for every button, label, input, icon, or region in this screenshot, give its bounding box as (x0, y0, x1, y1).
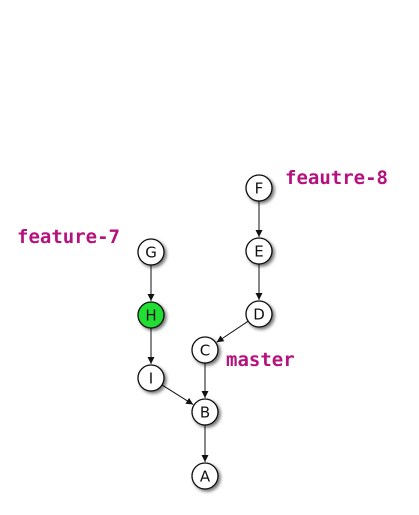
commit-node-a: A (191, 462, 219, 490)
commit-node-e: E (245, 237, 273, 265)
commit-node-b: B (191, 398, 219, 426)
edge-i-to-b (161, 384, 194, 405)
commit-circle (191, 398, 219, 426)
commit-label: E (254, 243, 263, 261)
commit-label: A (200, 468, 211, 486)
commit-circle (191, 462, 219, 490)
commit-label: D (253, 306, 265, 324)
branch-label-master: master (226, 349, 295, 371)
commit-edges (147, 201, 263, 462)
commit-circle (245, 300, 273, 328)
commit-node-i: I (137, 364, 165, 392)
commit-node-g: G (137, 238, 165, 266)
branch-label-feature-7: feature-7 (17, 226, 120, 248)
commit-label: H (145, 307, 156, 325)
commit-circle (137, 301, 165, 329)
commit-circle (245, 174, 273, 202)
commit-label: G (145, 244, 157, 262)
commit-circle (245, 237, 273, 265)
commit-node-c: C (191, 336, 219, 364)
commit-label: F (255, 180, 264, 198)
edge-d-to-c (216, 320, 249, 343)
commit-node-h: H (137, 301, 165, 329)
commit-nodes: A B C D E F G H I (137, 174, 273, 490)
commit-circle (137, 364, 165, 392)
commit-label: B (200, 404, 210, 422)
commit-node-f: F (245, 174, 273, 202)
branch-label-feature-8: feautre-8 (285, 167, 388, 189)
commit-label: I (149, 370, 153, 388)
commit-circle (137, 238, 165, 266)
commit-circle (191, 336, 219, 364)
commit-node-d: D (245, 300, 273, 328)
commit-label: C (200, 342, 210, 360)
